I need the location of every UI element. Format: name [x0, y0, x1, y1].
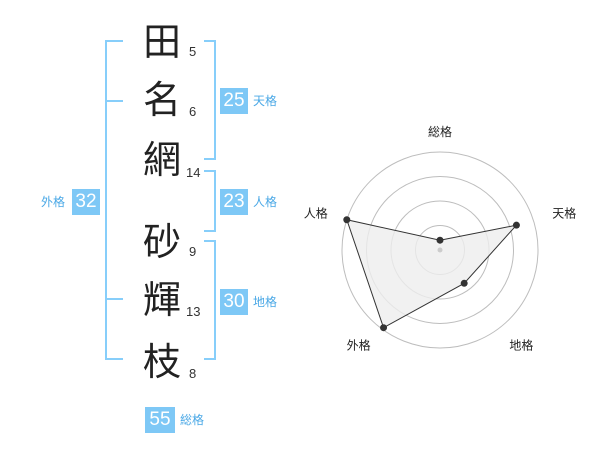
chikaku-label: 地格 [253, 295, 278, 309]
name-char-1: 田 [142, 20, 181, 64]
radar-center [437, 247, 443, 253]
radar-point-3 [460, 279, 468, 287]
name-char-3: 網 [142, 138, 181, 182]
tenkaku-value: 25 [220, 88, 248, 114]
soukaku-value: 55 [145, 407, 175, 433]
radar-ring-4 [341, 151, 539, 349]
name-char-4: 砂 [142, 220, 181, 264]
jinkaku-value: 23 [220, 189, 248, 215]
radar-axis-label-1: 総格 [428, 124, 452, 139]
jinkaku-label: 人格 [253, 195, 278, 209]
radar-axis-label-2: 天格 [552, 206, 576, 221]
tenkaku-label: 天格 [253, 94, 278, 108]
name-char-5: 輝 [142, 278, 181, 322]
name-char-6: 枝 [142, 340, 181, 384]
stroke-count-1: 5 [189, 44, 197, 59]
soukaku-label: 総格 [180, 413, 205, 427]
radar-axis-label-4: 外格 [347, 337, 371, 352]
radar-point-1 [436, 236, 444, 244]
chikaku-value: 30 [220, 289, 248, 315]
radar-area [346, 219, 518, 329]
name-char-2: 名 [142, 78, 181, 122]
stroke-count-4: 9 [189, 244, 197, 259]
stroke-count-2: 6 [189, 104, 197, 119]
radar-point-5 [343, 216, 351, 224]
gaikaku-label: 外格 [41, 195, 66, 209]
radar-axis-label-3: 地格 [509, 337, 533, 352]
gaikaku-value: 32 [72, 189, 100, 215]
stroke-count-3: 14 [186, 165, 201, 180]
radar-point-2 [512, 221, 520, 229]
stroke-count-6: 8 [189, 366, 197, 381]
radar-point-4 [380, 324, 388, 332]
radar-axis-label-5: 人格 [304, 206, 328, 221]
stroke-count-5: 13 [186, 304, 201, 319]
